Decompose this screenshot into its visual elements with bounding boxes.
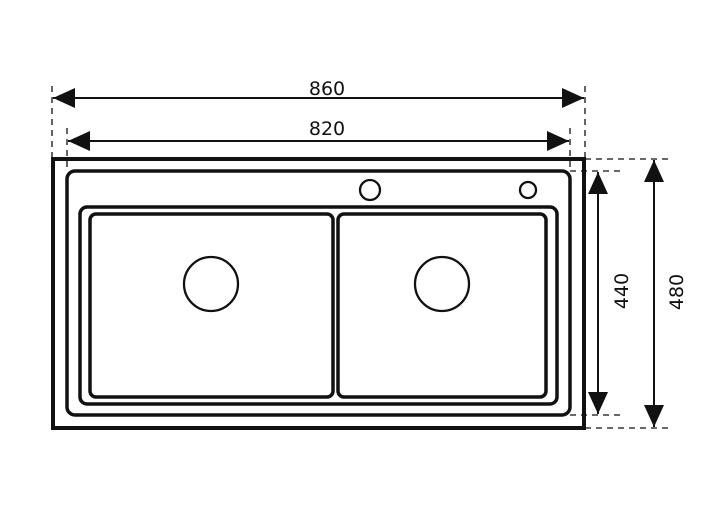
sink-rim: [65, 169, 572, 417]
accessory-hole: [518, 180, 538, 200]
tap-hole: [358, 178, 382, 202]
inner-depth-label: 440: [611, 273, 633, 309]
left-bowl: [88, 212, 335, 399]
sink-outer-edge: [51, 157, 586, 430]
overall-depth-label: 480: [666, 274, 688, 310]
right-bowl: [336, 212, 548, 399]
overall-width-label: 860: [309, 78, 345, 100]
left-drain-hole: [182, 255, 240, 313]
inner-width-label: 820: [309, 118, 345, 140]
right-drain-hole: [413, 255, 471, 313]
bowl-frame: [78, 205, 559, 406]
extension-lines: [51, 86, 670, 429]
